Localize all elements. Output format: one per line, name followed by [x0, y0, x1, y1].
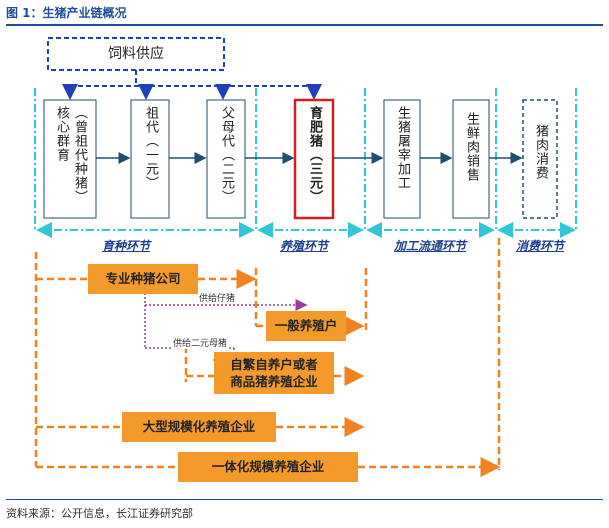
integrated-box [178, 452, 358, 482]
grandparent-box [130, 99, 170, 219]
slaughter-box [383, 99, 421, 219]
core-herd-box [43, 99, 97, 219]
consumption-label: 猪肉消费 [533, 124, 548, 180]
breeding-company-label: 专业种猪公司 [105, 271, 181, 286]
integrated-label: 一体化规模养殖企业 [211, 459, 325, 474]
stage-breeding: 育种环节 [102, 239, 151, 253]
breeding-company-box [88, 264, 198, 294]
supply-sows-label: 供给二元母猪 [172, 336, 229, 349]
fresh-sales-label: 生鲜肉销售 [464, 112, 479, 182]
large-scale-label: 大型规模化养殖企业 [142, 419, 256, 434]
parent-box [206, 99, 246, 219]
general-farmer-box [266, 311, 346, 341]
parent-label: 父母代（二元） [219, 106, 234, 204]
fattening-box [293, 98, 335, 220]
orange-scope-lines [34, 238, 501, 477]
self-breeding-label-line2: 商品猪养殖企业 [230, 374, 318, 389]
feed-supply-label: 饲料供应 [108, 46, 164, 62]
figure-title: 图 1：生猪产业链概况 [6, 6, 127, 20]
grandparent-label: 祖代（一元） [143, 106, 158, 190]
source-rule [6, 499, 603, 500]
stage-processing: 加工流通环节 [394, 239, 467, 253]
stage-raising: 养殖环节 [280, 239, 329, 253]
fattening-label: 育肥猪（三元） [307, 106, 322, 204]
stage-dividers [34, 88, 577, 232]
self-breeding-label-line1: 自繁自养户或者 [230, 357, 318, 372]
fresh-sales-box [452, 99, 490, 219]
title-rule [6, 24, 603, 26]
stage-consumption: 消费环节 [516, 239, 565, 253]
consumption-box [522, 99, 558, 219]
large-scale-box [122, 412, 276, 442]
source-note: 资料来源：公开信息，长江证券研究部 [6, 507, 193, 520]
self-breeding-box [214, 352, 334, 394]
core-herd-label: （曾祖代种猪）核心群育 [54, 106, 87, 204]
feed-distribution-lines [62, 70, 322, 100]
supply-piglets-label: 供给仔猪 [198, 291, 237, 304]
slaughter-label: 生猪屠宰加工 [395, 106, 410, 190]
general-farmer-label: 一般养殖户 [274, 318, 338, 333]
feed-supply-box [47, 37, 225, 71]
